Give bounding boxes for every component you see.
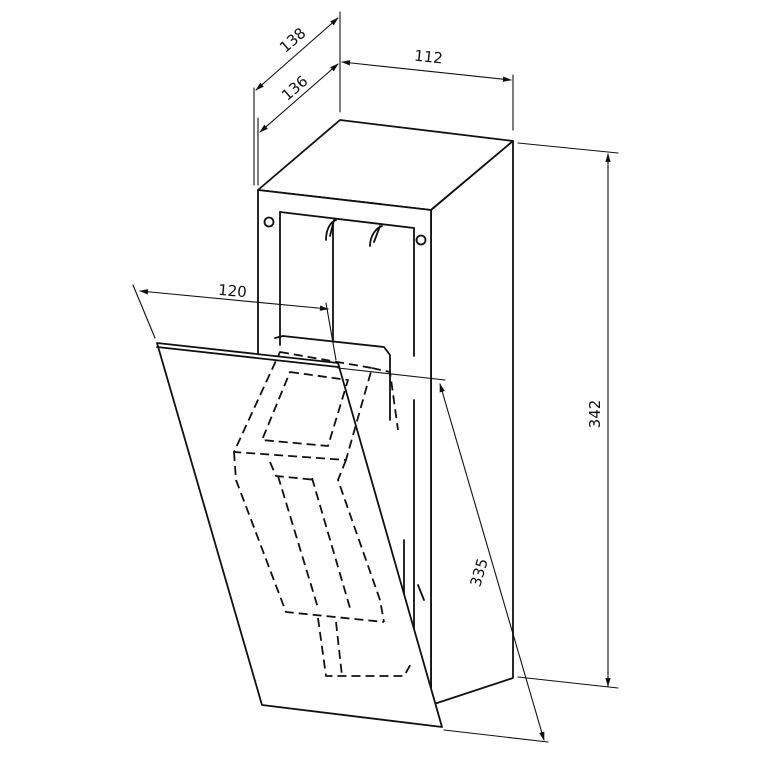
- dim-label-depth-outer: 138: [276, 24, 309, 56]
- housing-side-face: [430, 140, 514, 706]
- dim-line-depth-inner: [259, 63, 339, 133]
- dim-line-width-top: [341, 60, 512, 82]
- housing-inner-frame: [279, 211, 415, 357]
- screw-right: [415, 234, 427, 246]
- dim-line-width-plate: [139, 289, 329, 311]
- dim-line-height-diagonal: [439, 383, 545, 741]
- dim-label-width-top: 112: [413, 47, 443, 68]
- dim-label-depth-inner: 136: [278, 72, 311, 104]
- cartridge-top-edge: [274, 335, 391, 421]
- hidden-cartridge: [233, 335, 413, 677]
- dim-label-width-plate: 120: [217, 281, 247, 301]
- screw-left: [263, 216, 275, 228]
- dim-label-height-total: 342: [586, 400, 604, 429]
